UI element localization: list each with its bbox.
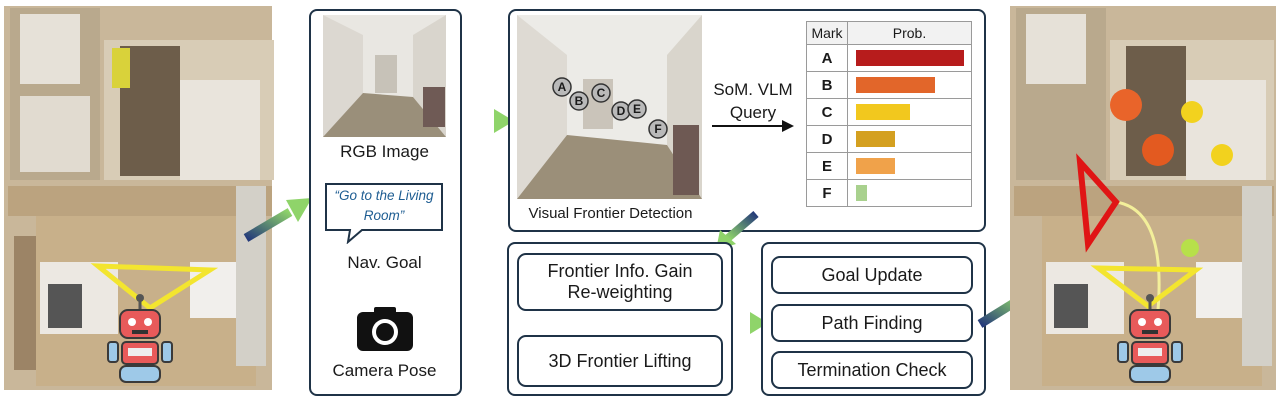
info-gain-box: Frontier Info. Gain Re-weighting <box>517 253 723 311</box>
prob-bar <box>856 131 895 147</box>
nav-goal-label: Nav. Goal <box>347 253 422 272</box>
mark-label-a: A <box>557 80 567 94</box>
row-mark: F <box>806 179 848 207</box>
row-mark: B <box>806 71 848 99</box>
input-floor-map <box>4 6 274 390</box>
row-mark: C <box>806 98 848 126</box>
table-row: D <box>806 125 972 153</box>
arrow-frontier-to-planner <box>718 312 768 334</box>
detection-image <box>517 15 702 199</box>
output-floor-map <box>1010 6 1276 390</box>
mark-label-e: E <box>632 102 641 116</box>
table-row: C <box>806 98 972 126</box>
query-arrow <box>712 120 794 132</box>
planner-panel <box>761 242 986 396</box>
table-row: E <box>806 152 972 180</box>
arrow-map-to-inputs <box>243 198 312 242</box>
prob-bar <box>856 185 867 201</box>
query-label: SoM. VLM Query <box>713 80 793 122</box>
probability-table: Mark Prob. A B C D E F <box>806 21 972 207</box>
rgb-image-label: RGB Image <box>340 142 429 161</box>
goal-text: “Go to the Living Room” <box>334 188 434 223</box>
row-mark: A <box>806 44 848 72</box>
prob-bar <box>856 104 910 120</box>
prob-bar <box>856 158 895 174</box>
arrow-inputs-to-detection <box>450 109 514 133</box>
mark-label-b: B <box>574 94 584 108</box>
path-finding-box: Path Finding <box>771 304 973 342</box>
termination-check-box: Termination Check <box>771 351 973 389</box>
prob-bar <box>856 77 935 93</box>
mark-label-f: F <box>654 122 662 136</box>
goal-update-box: Goal Update <box>771 256 973 294</box>
frontier-panel <box>507 242 733 396</box>
mark-label-c: C <box>596 86 606 100</box>
frontier-score-dots <box>1110 89 1233 257</box>
prob-column-header: Prob. <box>847 21 972 45</box>
mark-label-d: D <box>616 104 626 118</box>
rgb-image <box>323 15 446 137</box>
goal-speech-bubble <box>325 183 443 244</box>
prob-bar <box>856 50 964 66</box>
camera-icon <box>357 307 413 351</box>
camera-pose-label: Camera Pose <box>332 361 437 380</box>
table-row: B <box>806 71 972 99</box>
row-mark: D <box>806 125 848 153</box>
table-row: F <box>806 179 972 207</box>
table-row: A <box>806 44 972 72</box>
row-mark: E <box>806 152 848 180</box>
mark-column-header: Mark <box>806 21 848 45</box>
detection-label: Visual Frontier Detection <box>528 205 693 222</box>
frontier-lifting-box: 3D Frontier Lifting <box>517 335 723 387</box>
frontier-mark-markers <box>552 77 668 139</box>
